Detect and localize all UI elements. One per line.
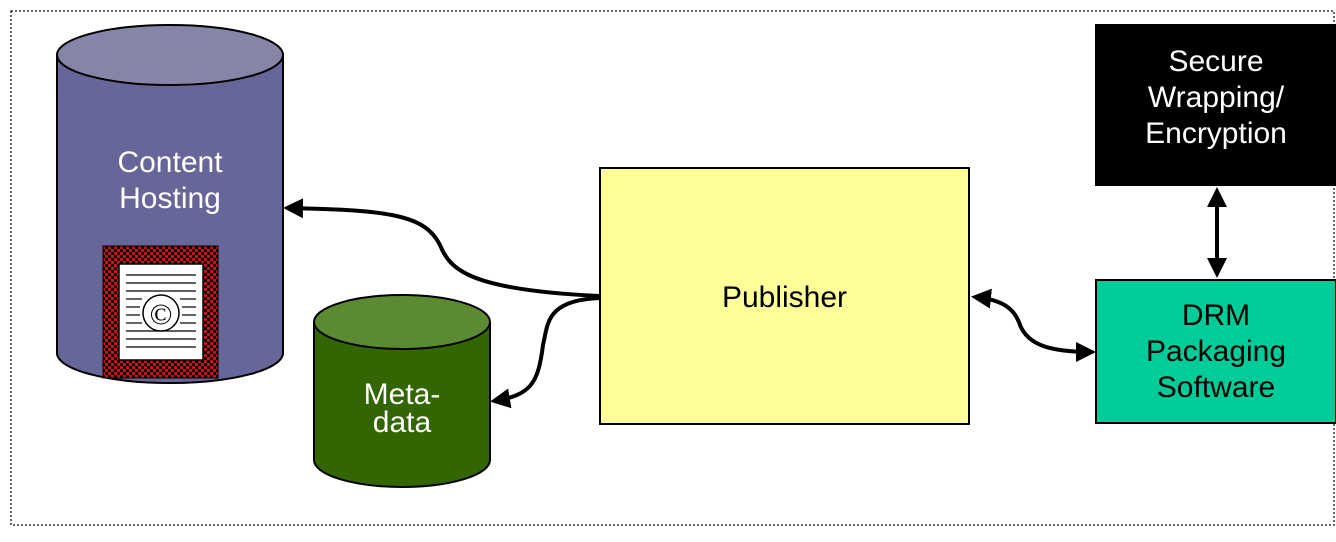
arrow-publisher-drm bbox=[971, 288, 1096, 362]
metadata-label: Meta- data bbox=[363, 378, 441, 439]
copyright-document-icon: © bbox=[102, 245, 219, 379]
arrow-publisher-to-metadata bbox=[490, 296, 601, 409]
secure-wrapping-box bbox=[1095, 24, 1336, 186]
drm-packaging-box bbox=[1095, 279, 1336, 424]
drm-packaging-label: DRM Packaging Software bbox=[1145, 299, 1287, 404]
copyright-symbol: © bbox=[150, 298, 173, 331]
arrow-publisher-to-content-hosting bbox=[283, 198, 601, 298]
publisher-label: Publisher bbox=[721, 281, 848, 314]
secure-wrapping-label: Secure Wrapping/ Encryption bbox=[1145, 45, 1287, 150]
slide-frame bbox=[10, 10, 1335, 526]
metadata-cylinder bbox=[313, 294, 491, 488]
publisher-box bbox=[599, 167, 970, 425]
content-hosting-label: Content Hosting bbox=[117, 146, 223, 215]
